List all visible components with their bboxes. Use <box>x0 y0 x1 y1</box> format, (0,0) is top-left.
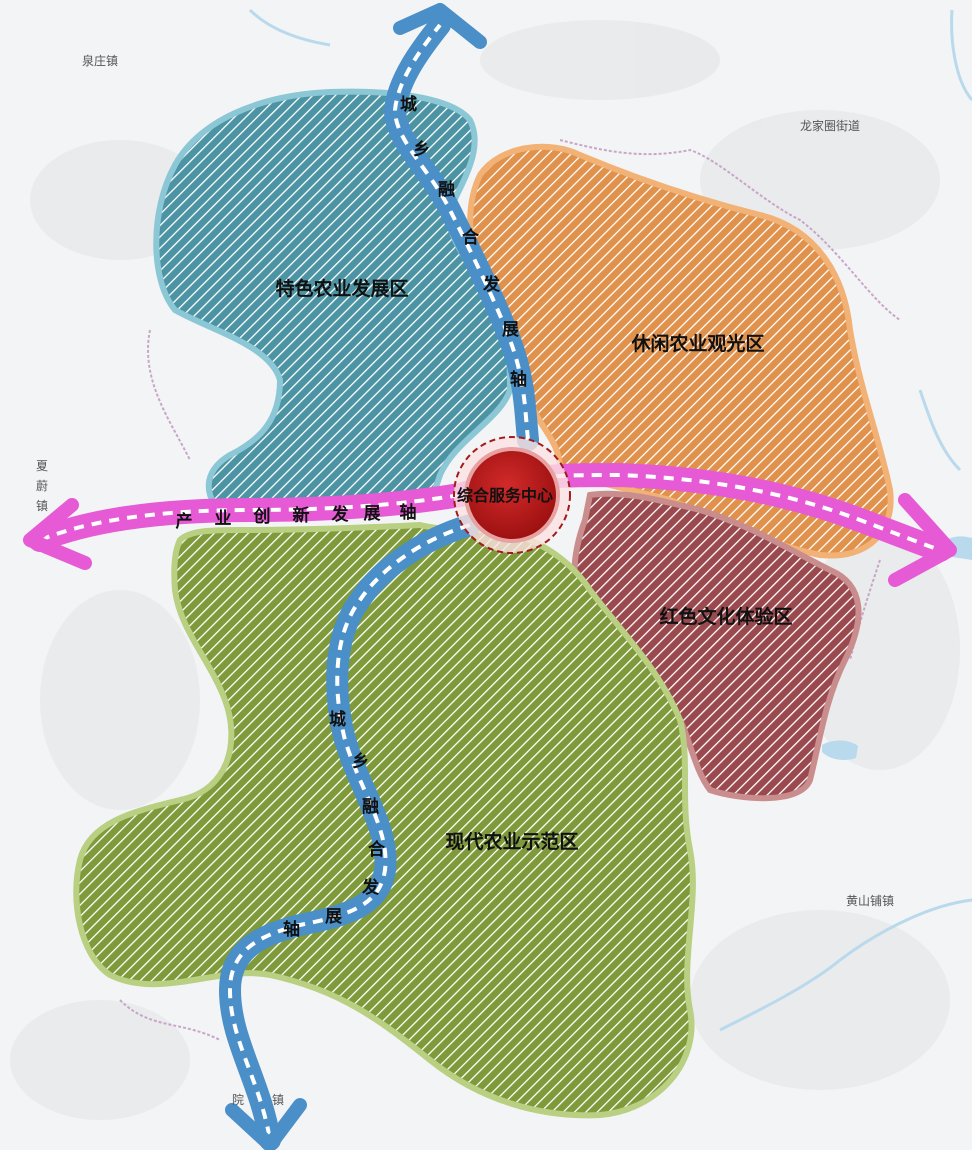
terrain-shading <box>10 20 960 1120</box>
town-label-huangshanpu: 黄山铺镇 <box>846 894 894 908</box>
arrowhead-west <box>23 498 92 570</box>
zone-label-xiuxian: 休闲农业观光区 <box>630 332 764 355</box>
zone-label-teshe: 特色农业发展区 <box>275 277 408 300</box>
service-center-label: 综合服务中心 <box>457 486 553 505</box>
urban-axis-char: 融 <box>438 180 455 200</box>
industry-axis-char: 发 <box>331 504 350 525</box>
urban-axis-char: 展 <box>325 907 342 927</box>
town-label-yuan: 院 <box>232 1093 244 1107</box>
town-label-longjiaquan: 龙家圈街道 <box>800 118 860 133</box>
zone-label-hongse: 红色文化体验区 <box>659 605 792 628</box>
zone-teshe-agriculture <box>153 88 514 509</box>
town-label-yuan2: 镇 <box>272 1093 284 1107</box>
urban-axis-char: 合 <box>368 839 386 860</box>
urban-axis-char: 发 <box>361 877 380 898</box>
town-label-xia: 夏 <box>36 459 48 473</box>
urban-axis-char: 融 <box>362 797 379 817</box>
urban-rural-axis-north <box>383 3 539 451</box>
urban-axis-char: 轴 <box>283 919 300 940</box>
town-label-quanzhuang: 泉庄镇 <box>82 53 118 68</box>
urban-axis-char: 城 <box>329 710 346 730</box>
town-label-xia2: 蔚 <box>36 479 48 493</box>
arrowhead-east <box>888 493 957 587</box>
urban-axis-char: 乡 <box>413 140 430 160</box>
industry-axis-char: 产 <box>176 511 193 532</box>
lake-southeast <box>822 740 858 760</box>
urban-rural-axis-south <box>218 514 481 1150</box>
town-label-xia3: 镇 <box>36 499 48 513</box>
urban-axis-char: 合 <box>462 227 480 248</box>
urban-axis-char: 城 <box>400 95 417 115</box>
urban-axis-char: 发 <box>482 274 501 295</box>
urban-axis-south-labels: 城 乡 融 合 发 展 轴 <box>283 710 386 940</box>
river-lines <box>248 8 972 1032</box>
industry-axis-char: 轴 <box>400 502 417 523</box>
industry-axis-char: 新 <box>293 505 310 526</box>
industry-axis-char: 业 <box>215 509 232 529</box>
industry-axis-char: 创 <box>253 506 271 527</box>
arrowhead-south <box>225 1098 307 1150</box>
urban-axis-char: 乡 <box>352 752 369 772</box>
industry-axis-labels: 产 业 创 新 发 展 轴 <box>176 502 417 532</box>
arrowhead-north <box>393 3 487 49</box>
industry-axis-char: 展 <box>364 504 381 524</box>
service-center-marker <box>453 436 571 554</box>
zone-label-xiandai: 现代农业示范区 <box>445 830 578 853</box>
urban-axis-char: 展 <box>502 320 519 340</box>
urban-axis-north-labels: 城 乡 融 合 发 展 轴 <box>400 95 527 390</box>
urban-axis-char: 轴 <box>510 369 527 390</box>
